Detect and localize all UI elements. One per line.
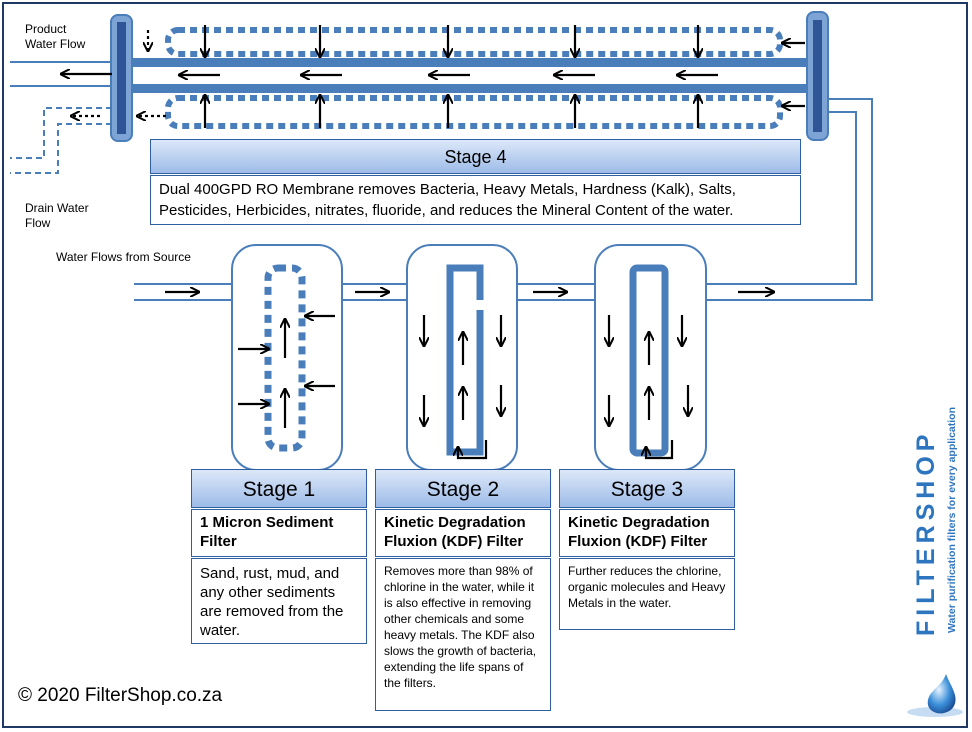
stage3-title: Stage 3 [559, 469, 735, 508]
drain-water-flow-line2: Flow [25, 216, 51, 230]
stage3-subtitle: Kinetic Degradation Fluxion (KDF) Filter [559, 509, 735, 557]
stage1-housing [231, 244, 343, 471]
source-pipe [134, 283, 595, 301]
stage4-flow-arrows [62, 25, 805, 128]
stage1-title: Stage 1 [191, 469, 367, 508]
water-drop-icon [907, 674, 963, 717]
product-water-flow-line1: Product [25, 22, 67, 36]
stage3-arrows [609, 315, 688, 460]
filtershop-logo: FILTERSHOP Water purification filters fo… [904, 370, 966, 670]
stage4-membrane [10, 11, 873, 301]
brand-tagline: Water purification filters for every app… [946, 407, 958, 633]
water-flows-from-source-label: Water Flows from Source [56, 250, 191, 264]
product-water-flow-label: Product Water Flow [25, 22, 85, 52]
stage1-description: Sand, rust, mud, and any other sediments… [191, 558, 367, 644]
copyright-text: © 2020 FilterShop.co.za [18, 685, 223, 706]
stage2-title: Stage 2 [375, 469, 551, 508]
brand-name: FILTERSHOP [912, 429, 940, 637]
stage1-arrows [238, 316, 335, 428]
stage4-description: Dual 400GPD RO Membrane removes Bacteria… [150, 175, 801, 225]
stage2-description: Removes more than 98% of chlorine in the… [375, 558, 551, 711]
stage1-subtitle: 1 Micron Sediment Filter [191, 509, 367, 557]
drain-water-flow-line1: Drain Water [25, 201, 89, 215]
product-water-flow-line2: Water Flow [25, 37, 86, 51]
stage2-arrows [424, 315, 501, 460]
drain-water-flow-label: Drain Water Flow [25, 201, 89, 231]
stage3-housing [594, 244, 707, 471]
stage3-description: Further reduces the chlorine, organic mo… [559, 558, 735, 630]
stage4-title: Stage 4 [150, 139, 801, 174]
stage2-subtitle: Kinetic Degradation Fluxion (KDF) Filter [375, 509, 551, 557]
